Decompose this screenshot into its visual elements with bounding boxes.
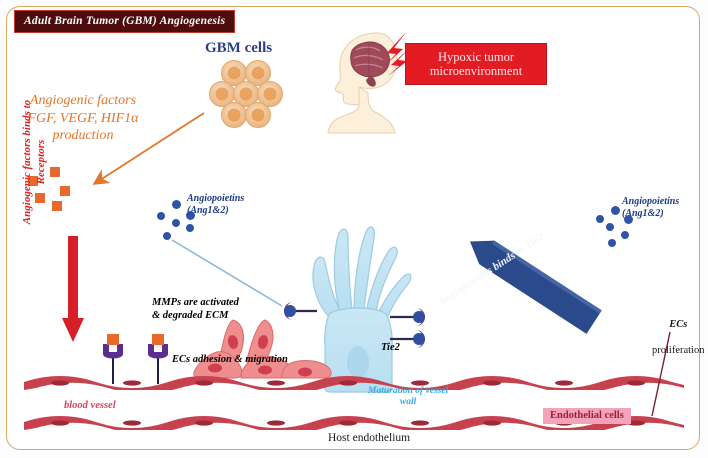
angiopoietin-dot <box>157 212 165 220</box>
vessel-sprout-icon <box>312 226 412 393</box>
angiopoietin-dot <box>186 211 195 220</box>
hypoxia-line-2: microenvironment <box>429 64 523 78</box>
tie2-receptor-icon <box>390 308 425 326</box>
angiopoietin-dot <box>172 200 181 209</box>
angiogenic-factor-square <box>28 176 38 186</box>
blood-vessel-band <box>24 376 684 390</box>
tie2-label: Tie2 <box>381 342 400 353</box>
hypoxia-line-1: Hypoxic tumor <box>437 49 515 64</box>
tie2-receptor-icon <box>390 330 425 348</box>
endothelial-cells-badge: Endothelial cells <box>543 408 631 424</box>
angiogenic-factor-square <box>50 167 60 177</box>
ecs-proliferation-bold: ECs <box>669 319 688 331</box>
host-endothelium-label: Host endothelium <box>328 432 411 444</box>
binds-to-receptors-label: Angiogenic factors binds to Receptors <box>21 99 48 225</box>
tie2-receptor-icon <box>284 302 317 320</box>
angiopoietin-left-connector <box>171 239 283 307</box>
red-down-arrow-icon <box>62 236 84 342</box>
angiopoietin-dot <box>186 224 194 232</box>
head-brain-icon <box>327 31 413 134</box>
gbm-cells-label: GBM cells <box>205 40 273 56</box>
orange-diagonal-arrow-icon <box>92 112 205 185</box>
ecs-proliferation-pointer <box>651 332 671 416</box>
angiopoietin-dot <box>611 206 620 215</box>
migrating-ec-cells-icon <box>193 319 332 379</box>
receptor-icon <box>148 334 168 384</box>
angiogenic-factor-square <box>60 186 70 196</box>
angiogenic-factor-square <box>52 201 62 211</box>
angiogenic-factors-label: Angiogenic factors FGF, VEGF, HIF1α prod… <box>27 93 139 143</box>
host-endothelium-band <box>24 416 684 430</box>
angiopoietin-dot <box>624 215 633 224</box>
angiopoietins-left-label: Angiopoietins (Ang1&2) <box>187 193 245 216</box>
blue-banner-arrow-icon <box>469 240 602 334</box>
blood-vessel-label: blood vessel <box>64 400 116 411</box>
angiogenic-factor-square <box>35 193 45 203</box>
ecs-proliferation-rest: proliferation <box>652 345 705 357</box>
receptor-icon <box>103 334 123 384</box>
angiopoietin-dot <box>608 239 616 247</box>
angiopoietin-dot <box>163 232 171 240</box>
ecs-proliferation-label: ECs proliferation <box>640 305 706 371</box>
hypoxic-tumor-box: Hypoxic tumor microenvironment <box>405 43 547 85</box>
maturation-label: Maturation of vessel wall <box>368 386 449 408</box>
page-title: Adult Brain Tumor (GBM) Angiogenesis <box>14 10 236 33</box>
angiopoietin-dot <box>172 219 180 227</box>
angiopoietin-dot <box>621 231 629 239</box>
gbm-cell-cluster-icon <box>209 60 283 128</box>
angiopoietin-dot <box>596 215 604 223</box>
lightning-bolt-icon <box>381 31 413 77</box>
ecs-adhesion-label: ECs adhesion & migration <box>172 354 288 365</box>
angiopoietins-right-label: Angiopoietins (Ang1&2) <box>622 196 680 219</box>
mmp-label: MMPs are activated & degraded ECM <box>152 297 239 322</box>
angiopoietin-dot <box>606 223 614 231</box>
